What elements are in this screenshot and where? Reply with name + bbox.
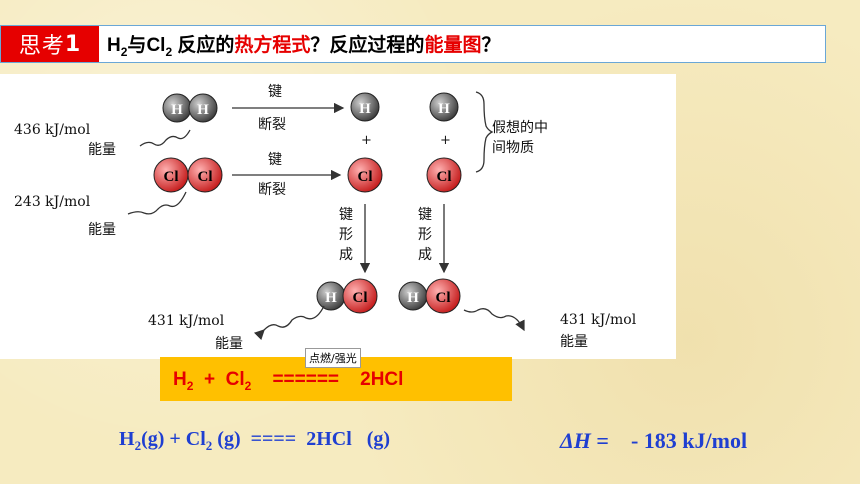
question-pre: 与	[127, 34, 147, 56]
cl2-atom-2: Cl	[198, 169, 213, 185]
cl2-atom-1: Cl	[164, 169, 179, 185]
bond-energy-diagram: H H Cl Cl H Cl H Cl H	[0, 74, 676, 359]
form-left-2: 形	[339, 227, 353, 243]
eq-h2: H	[173, 369, 187, 390]
h2-atom-1: H	[171, 102, 183, 118]
h-atom-right-label: H	[438, 101, 450, 117]
hcl-right-cl: Cl	[436, 290, 451, 306]
hcl-molecule-left: H Cl	[316, 278, 378, 314]
enthalpy-change: ΔH = - 183 kJ/mol	[560, 428, 747, 454]
cl-atom-right	[426, 157, 462, 193]
plus-mid: +	[361, 133, 372, 148]
hcl-left-energy-wavy	[253, 305, 325, 341]
h2-break-label-2: 断裂	[258, 117, 286, 133]
cl-atom-mid-label: Cl	[358, 169, 373, 185]
intermediate-label-2: 间物质	[492, 140, 534, 156]
tag-number: 1	[64, 31, 82, 57]
eq-h2-sub: 2	[186, 378, 194, 393]
eq-plus: +	[193, 369, 226, 390]
highlight-thermochem-equation: 热方程式	[234, 34, 311, 56]
plus-right: +	[440, 133, 451, 148]
h2-break-label-1: 键	[268, 84, 282, 100]
thermo-mid: (g) + Cl	[141, 428, 206, 450]
eq-product: 2HCl	[360, 369, 404, 390]
h-atom-mid	[350, 92, 380, 122]
cl2-break-label-2: 断裂	[258, 182, 286, 198]
reaction-condition: 点燃/强光	[305, 348, 361, 368]
eq-cl2-sub: 2	[244, 378, 252, 393]
question-text: H2与Cl2 反应的热方程式？反应过程的能量图？	[99, 30, 500, 59]
h2-energy-value: 436 kJ/mol	[14, 122, 91, 138]
cl2-symbol: Cl	[146, 34, 166, 56]
question-end: ？	[481, 34, 501, 56]
thermochemical-equation: H2(g) + Cl2 (g) ==== 2HCl (g)	[119, 428, 390, 454]
thermo-end: (g) ==== 2HCl (g)	[212, 428, 391, 450]
hcl-right-energy-wavy	[463, 308, 525, 332]
h2-molecule: H H	[162, 93, 218, 123]
intermediate-brace	[475, 91, 494, 173]
question-mid2: ？反应过程的	[310, 34, 425, 56]
h2-energy-word: 能量	[88, 142, 116, 158]
cl2-break-label-1: 键	[268, 152, 282, 168]
hcl-molecule-right: H Cl	[398, 278, 461, 314]
reaction-equation-box: 点燃/强光 H2 + Cl2 ====== 2HCl	[160, 348, 512, 401]
delta-h-symbol: ΔH	[560, 428, 591, 453]
h2-symbol: H	[107, 34, 121, 56]
diagram-svg: H H Cl Cl H Cl H Cl H	[14, 84, 637, 352]
intermediate-label-1: 假想的中	[492, 120, 548, 136]
tag-prefix: 思考	[18, 34, 65, 59]
h2-atom-2: H	[197, 102, 209, 118]
hcl-left-h: H	[325, 290, 337, 306]
delta-h-value: - 183 kJ/mol	[630, 428, 748, 453]
hcl-left-cl: Cl	[353, 290, 368, 306]
h-atom-right	[429, 92, 459, 122]
h-atom-mid-label: H	[359, 101, 371, 117]
form-right-3: 成	[418, 247, 432, 263]
cl2-subscript: 2	[165, 44, 173, 59]
form-left-1: 键	[339, 207, 353, 223]
delta-h-equals: =	[590, 428, 631, 453]
h2-energy-wavy	[139, 129, 191, 147]
cl-atom-right-label: Cl	[437, 169, 452, 185]
highlight-energy-diagram: 能量图	[424, 34, 482, 56]
hcl-right-energy-value: 431 kJ/mol	[560, 312, 637, 328]
form-left-3: 成	[339, 247, 353, 263]
cl2-energy-wavy	[127, 191, 187, 215]
cl2-molecule: Cl Cl	[153, 157, 223, 193]
eq-cl2: Cl	[225, 369, 245, 390]
reaction-equation: H2 + Cl2 ====== 2HCl	[173, 369, 403, 393]
cl-atom-mid	[347, 157, 383, 193]
hcl-right-energy-word: 能量	[560, 334, 588, 350]
hcl-left-energy-value: 431 kJ/mol	[148, 313, 225, 329]
thermo-h: H	[119, 428, 135, 450]
form-right-2: 形	[418, 227, 432, 243]
hcl-right-h: H	[407, 290, 419, 306]
h2-subscript: 2	[120, 44, 128, 59]
cl2-energy-value: 243 kJ/mol	[14, 194, 91, 210]
hcl-left-energy-word: 能量	[215, 336, 243, 352]
form-right-1: 键	[418, 207, 432, 223]
thermo-h-sub: 2	[134, 438, 142, 453]
question-mid: 反应的	[172, 34, 235, 56]
eq-arrow: ======	[251, 369, 361, 390]
cl2-energy-word: 能量	[88, 222, 116, 238]
thermo-cl-sub: 2	[205, 438, 213, 453]
